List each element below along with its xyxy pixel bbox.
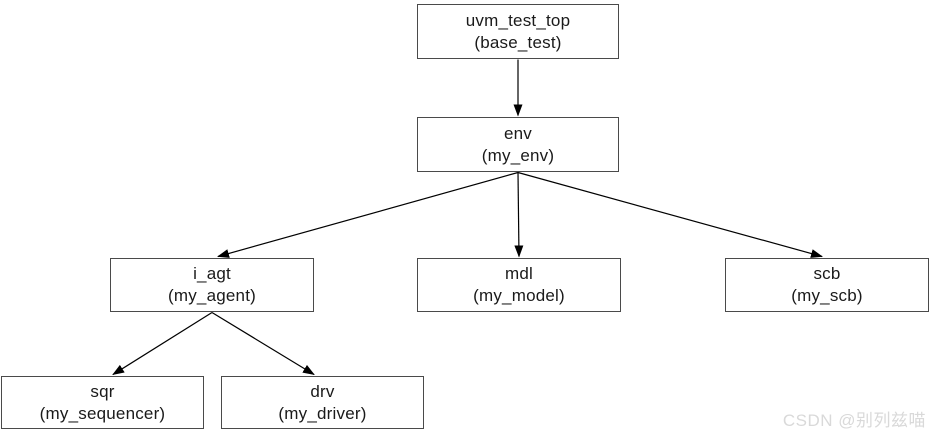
node-sqr: sqr (my_sequencer) <box>1 376 204 429</box>
node-instance-label: mdl <box>505 264 533 283</box>
node-instance-label: drv <box>310 381 335 401</box>
csdn-watermark: CSDN @别列兹喵 <box>782 411 926 430</box>
node-i-agt: i_agt (my_agent) <box>110 258 314 312</box>
edge-env-to-mdl <box>514 172 524 258</box>
node-class-label: (my_model) <box>473 286 565 305</box>
node-instance-label: uvm_test_top <box>465 10 571 30</box>
node-mdl: mdl (my_model) <box>417 258 621 312</box>
node-instance-label: sqr <box>90 381 115 401</box>
node-drv: drv (my_driver) <box>221 376 424 429</box>
node-env: env (my_env) <box>417 117 619 172</box>
edge-i-agt-to-sqr <box>112 311 213 376</box>
node-instance-label: scb <box>813 264 841 283</box>
node-class-label: (my_scb) <box>791 286 863 305</box>
edge-env-to-i-agt <box>217 171 519 258</box>
edge-i-agt-to-drv <box>211 311 315 376</box>
node-class-label: (my_env) <box>481 145 555 165</box>
node-class-label: (my_driver) <box>278 403 367 423</box>
node-class-label: (base_test) <box>474 32 562 52</box>
node-instance-label: env <box>503 123 532 143</box>
edge-env-to-scb <box>517 171 823 258</box>
node-class-label: (my_sequencer) <box>39 403 166 423</box>
node-class-label: (my_agent) <box>168 286 256 305</box>
node-instance-label: i_agt <box>193 264 231 283</box>
node-uvm-test-top: uvm_test_top (base_test) <box>417 4 619 59</box>
node-scb: scb (my_scb) <box>725 258 929 312</box>
